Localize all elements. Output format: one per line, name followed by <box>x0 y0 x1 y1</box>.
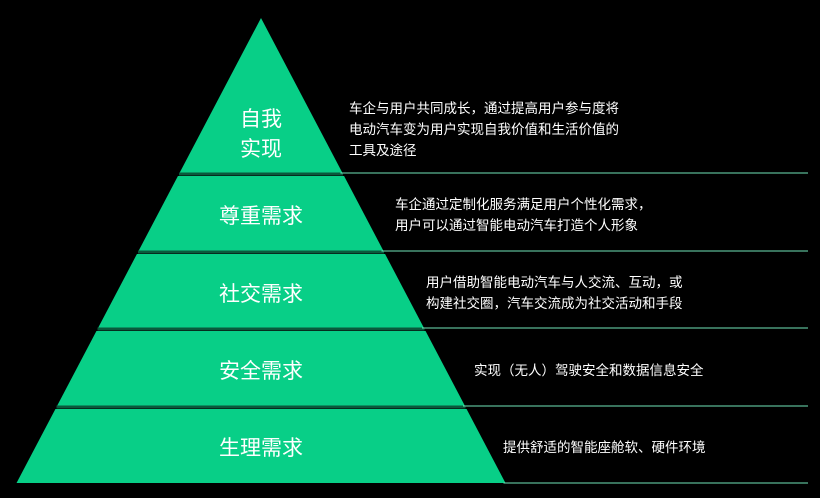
tier-description-social: 用户借助智能电动汽车与人交流、互动，或 构建社交圈，汽车交流成为社交活动和手段 <box>426 275 683 312</box>
tier-social <box>98 254 424 328</box>
tier-description-self-actualization: 车企与用户共同成长，通过提高用户参与度将 电动汽车变为用户实现自我价值和生活价值… <box>349 101 619 159</box>
pyramid-tiers <box>16 18 506 483</box>
tier-description-safety: 实现（无人）驾驶安全和数据信息安全 <box>474 363 704 379</box>
tier-safety <box>57 331 465 406</box>
tier-label-physiological: 生理需求 <box>219 436 303 460</box>
tier-esteem <box>138 176 384 251</box>
tier-label-safety: 安全需求 <box>219 359 303 383</box>
tier-label-social: 社交需求 <box>219 282 303 306</box>
tier-description-esteem: 车企通过定制化服务满足用户个性化需求， 用户可以通过智能电动汽车打造个人形象 <box>395 197 652 234</box>
tier-physiological <box>16 409 506 483</box>
tier-self-actualization <box>179 18 343 173</box>
divider-lines <box>340 172 808 484</box>
tier-label-esteem: 尊重需求 <box>219 204 303 228</box>
tier-description-physiological: 提供舒适的智能座舱软、硬件环境 <box>503 440 706 456</box>
tier-label-self-actualization: 自我 实现 <box>240 107 282 161</box>
